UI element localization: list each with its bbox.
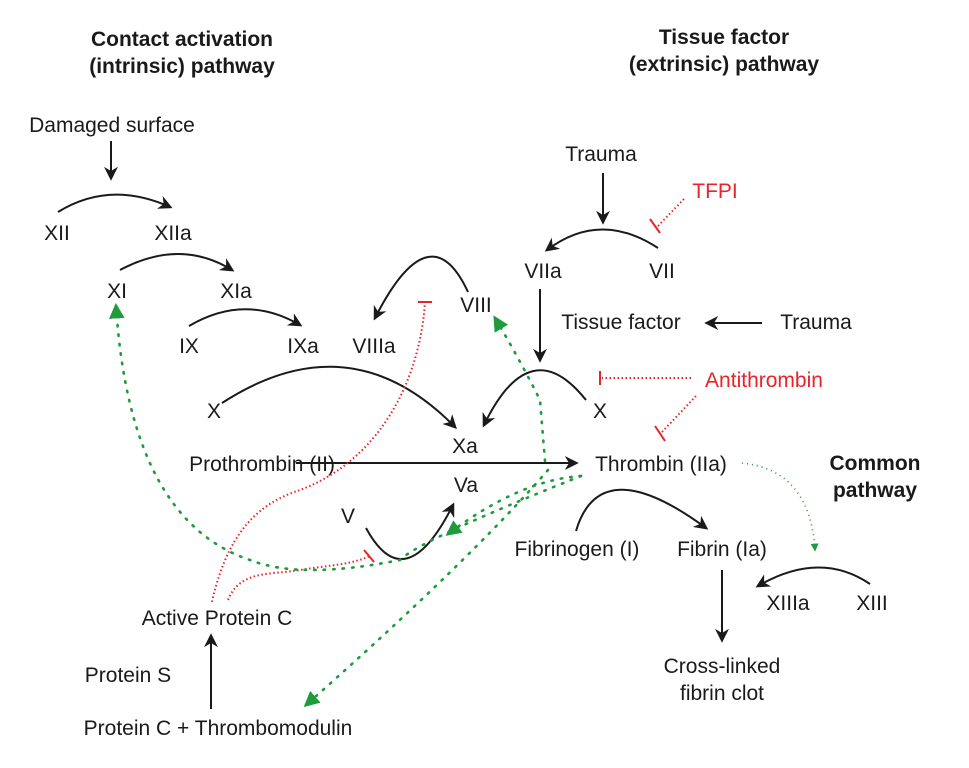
arc-vii-to-viia [544,228,659,252]
node-xa: Xa [452,435,478,458]
arc-viii-to-viiia [373,255,469,321]
feedback-thrombin-to-va [445,474,583,536]
node-ixa: IXa [287,335,319,358]
node-xii: XII [44,222,70,245]
feedback-thrombin-to-xi [109,302,583,572]
inhibition-bar-v [363,549,375,563]
node-v: V [341,505,355,528]
node-viia: VIIa [524,260,562,283]
node-xiia: XIIa [154,222,192,245]
inhibition-bar-thrombin [654,425,666,442]
node-antithrombin: Antithrombin [705,369,823,392]
node-viiia: VIIIa [352,335,396,358]
node-clot-line1: Cross-linked [664,655,781,678]
node-prothrombin: Prothrombin (II) [189,453,335,476]
node-vii: VII [649,260,675,283]
node-protein-s: Protein S [85,664,171,687]
extrinsic-heading-line1: Tissue factor [659,26,789,49]
arc-x-right-to-xa [482,369,587,428]
node-x-right: X [593,400,607,423]
arc-v-to-va [365,502,455,560]
arc-xii-to-xiia [57,193,173,213]
common-heading-line2: pathway [833,479,917,502]
node-protein-c-thrombomodulin: Protein C + Thrombomodulin [84,717,353,740]
node-xi: XI [107,280,127,303]
node-trauma-top: Trauma [565,143,637,166]
feedback-thrombin-to-viii [493,315,547,463]
inhibition-antithrombin-thrombin [661,395,697,433]
node-fibrinogen: Fibrinogen (I) [515,538,640,561]
node-fibrin: Fibrin (Ia) [677,538,767,561]
arc-ix-to-ixa [188,308,303,327]
node-xiiia: XIIIa [766,592,810,615]
intrinsic-heading-line1: Contact activation [91,28,273,51]
inhibition-bar-tfpi [649,218,661,234]
extrinsic-heading-line2: (extrinsic) pathway [629,53,820,76]
arc-xiii-to-xiiia [755,566,871,588]
node-trauma-right: Trauma [780,311,852,334]
feedback-thrombin-to-protein-c [303,468,550,708]
node-viii: VIII [460,294,492,317]
node-tfpi: TFPI [692,180,738,203]
node-damaged-surface: Damaged surface [29,114,195,137]
feedback-thrombin-to-xiii [741,462,819,552]
common-heading-line1: Common [830,452,921,475]
node-xia: XIa [220,280,252,303]
inhibition-apc-to-v [227,555,371,601]
node-xiii: XIII [856,592,888,615]
node-thrombin: Thrombin (IIa) [595,453,727,476]
arc-fibrinogen-to-fibrin [575,488,709,532]
node-ix: IX [179,335,199,358]
node-va: Va [454,474,478,497]
node-x-left: X [207,400,221,423]
arc-xi-to-xia [119,253,235,272]
inhibition-tfpi [656,198,685,228]
node-active-protein-c: Active Protein C [142,607,293,630]
arc-x-to-xa [221,365,457,429]
node-tissue-factor: Tissue factor [561,311,680,334]
node-clot-line2: fibrin clot [680,682,764,705]
intrinsic-heading-line2: (intrinsic) pathway [89,55,275,78]
